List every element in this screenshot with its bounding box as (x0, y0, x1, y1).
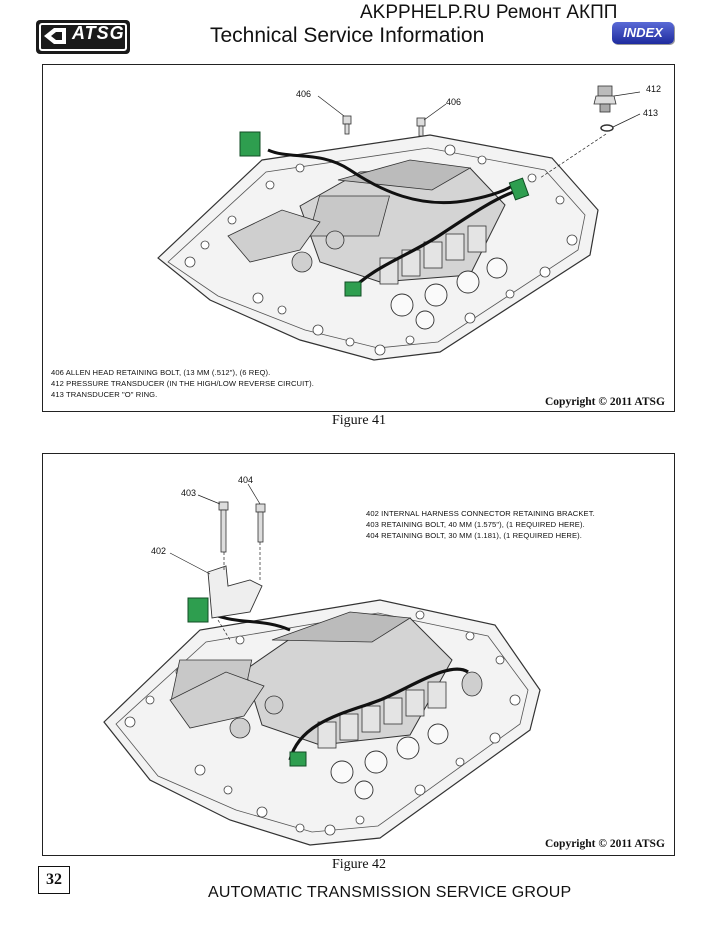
legend-item-406: 406 ALLEN HEAD RETAINING BOLT, (13 MM (.… (51, 368, 271, 377)
figure-42-caption: Figure 42 (332, 857, 387, 872)
atsg-logo-icon (44, 28, 66, 44)
callout-403: 403 (181, 488, 197, 498)
figure-42-legend: 402 INTERNAL HARNESS CONNECTOR RETAINING… (366, 508, 595, 541)
page-number: 32 (38, 866, 70, 894)
atsg-logo: ATSG (36, 20, 130, 54)
valve-body-plate-41 (157, 85, 641, 361)
figure-41-legend: 406 ALLEN HEAD RETAINING BOLT, (13 MM (.… (51, 367, 314, 400)
callout-412: 412 (646, 84, 662, 94)
callout-404: 404 (238, 475, 254, 485)
valve-body-plate-42 (103, 483, 541, 846)
figure-41-copyright: Copyright © 2011 ATSG (545, 396, 665, 408)
logo-text: ATSG (72, 23, 125, 43)
callout-402: 402 (151, 546, 167, 556)
footer-text: AUTOMATIC TRANSMISSION SERVICE GROUP (208, 884, 572, 901)
legend-item-404: 404 RETAINING BOLT, 30 MM (1.181), (1 RE… (366, 531, 583, 540)
callout-406-a: 406 (296, 89, 312, 99)
legend-item-403: 403 RETAINING BOLT, 40 MM (1.575"), (1 R… (366, 520, 585, 529)
figure-41-caption: Figure 41 (332, 413, 387, 428)
figure-42-copyright: Copyright © 2011 ATSG (545, 838, 665, 850)
callout-413: 413 (643, 108, 659, 118)
watermark-text: AKPPHELP.RU Ремонт АКПП (360, 2, 618, 23)
legend-item-402: 402 INTERNAL HARNESS CONNECTOR RETAINING… (366, 509, 595, 518)
legend-item-412: 412 PRESSURE TRANSDUCER (IN THE HIGH/LOW… (51, 379, 314, 388)
legend-item-413: 413 TRANSDUCER "O" RING. (51, 390, 158, 399)
index-button[interactable]: INDEX (612, 22, 674, 44)
page-title: Technical Service Information (210, 24, 485, 47)
callout-406-b: 406 (446, 97, 462, 107)
